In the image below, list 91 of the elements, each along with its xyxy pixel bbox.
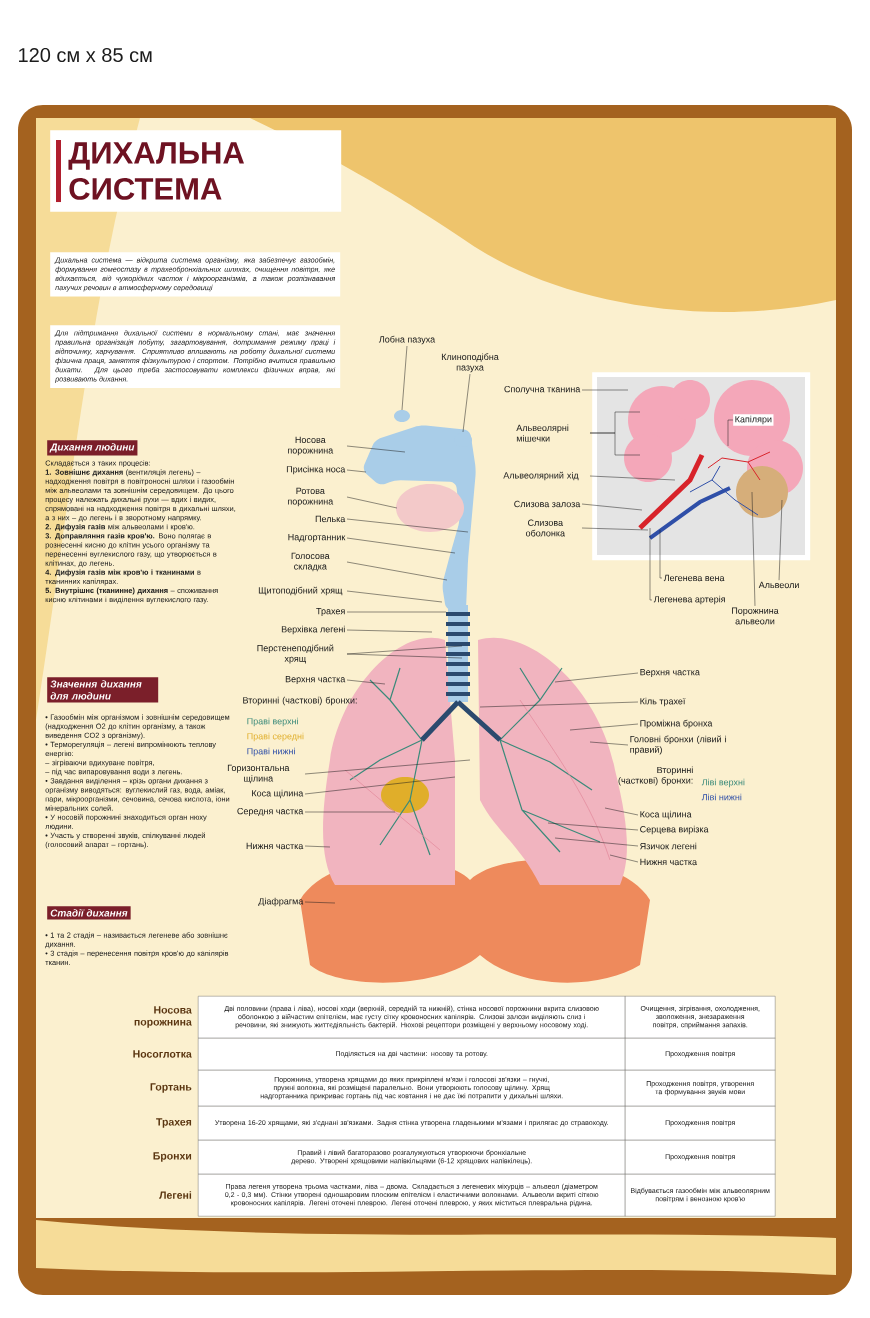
leader-line (609, 854, 639, 863)
bronchus-label: Ліві нижні (701, 793, 742, 801)
leader-line (304, 759, 471, 775)
anatomy-label: Альвеоли (758, 581, 799, 589)
bronchus-label: Праві нижні (247, 747, 295, 757)
anatomy-label: Нижня частка (640, 858, 698, 866)
row-heading: Трахея (156, 1118, 192, 1128)
anatomy-label: Капіляри (733, 414, 774, 426)
row-heading: Легені (159, 1191, 192, 1199)
leader-line (304, 845, 331, 848)
anatomy-label: Альвеолярний хід (503, 471, 579, 481)
caption-text: Вторинні (часткові) бронхи: (618, 766, 693, 786)
anatomy-label: Пелька (315, 515, 346, 523)
row-heading: Носоглотка (133, 1050, 192, 1058)
leader-line (581, 527, 649, 531)
anatomy-label: Верхня частка (640, 669, 700, 678)
leader-line (346, 679, 386, 685)
leader-line (589, 475, 676, 481)
anatomy-label: Легенева вена (663, 574, 725, 582)
title-box: ДИХАЛЬНА СИСТЕМА (50, 130, 342, 212)
leader-line (479, 701, 639, 708)
anatomy-label: Перстенеподібний хрящ (257, 644, 334, 664)
leader-line (589, 432, 641, 456)
leader-line (401, 345, 408, 411)
anatomy-label: Лобна пазуха (378, 335, 436, 345)
anatomy-label: Альвеолярні мішечки (516, 424, 569, 442)
leader-line (581, 389, 629, 391)
anatomy-label: Легенева артерія (653, 595, 725, 605)
leader-line (346, 590, 443, 603)
anatomy-label: Слизова залоза (514, 500, 581, 508)
size-note: 120 см x 85 см (19, 47, 152, 63)
leader-line (554, 672, 639, 683)
section-heading-bar: Дихання людини (47, 440, 138, 456)
leader-line (346, 537, 456, 554)
leader-line (346, 518, 469, 533)
row-heading: Бронхи (153, 1152, 192, 1162)
leader-line (604, 807, 639, 816)
anatomy-label: Сполучна тканина (504, 385, 581, 395)
anatomy-label: Трахея (316, 608, 345, 617)
anatomy-label: Верхня частка (285, 676, 346, 685)
bronchus-label: Ліві верхні (701, 778, 745, 788)
anatomy-label: Надгортанник (288, 534, 346, 543)
anatomy-label: Верхівка легені (281, 625, 345, 635)
leader-line (589, 741, 629, 746)
leader-line (581, 503, 643, 511)
anatomy-label: Кіль трахеї (640, 697, 686, 707)
anatomy-label: Коса щілина (252, 789, 304, 799)
caption-text: Вторинні (часткові) бронхи: (243, 696, 357, 706)
leader-line (304, 901, 336, 904)
leader-line (462, 373, 471, 433)
anatomy-label: Головні бронхи (лівий і правий) (630, 735, 726, 755)
anatomy-label: Слизова оболонка (525, 519, 565, 537)
leader-line (346, 611, 447, 613)
leader-line (547, 822, 639, 831)
anatomy-label: Ротова порожнина (288, 487, 334, 507)
anatomy-label: Язичок легені (640, 842, 697, 850)
anatomy-label: Середня частка (237, 807, 304, 817)
leader-line (346, 629, 433, 633)
leader-line (346, 469, 367, 473)
leader-line (751, 491, 756, 607)
leader-line (659, 529, 663, 579)
leader-line (346, 653, 463, 659)
leader-line (569, 723, 639, 731)
leader-line (346, 496, 398, 509)
anatomy-label: Нижня частка (246, 842, 304, 850)
bronchus-label: Праві середні (247, 732, 304, 742)
leader-line (778, 499, 783, 581)
anatomy-label: Коса щілина (640, 810, 692, 820)
leader-line (346, 445, 406, 453)
anatomy-label: Щитоподібний хрящ (258, 586, 343, 596)
anatomy-label: Серцева вирізка (640, 825, 709, 835)
anatomy-label: Присінка носа (286, 465, 346, 475)
anatomy-label: Голосова складка (291, 552, 330, 572)
anatomy-label: Проміжна бронха (640, 719, 713, 729)
anatomy-label: Порожнина альвеоли (732, 607, 779, 625)
leader-line (554, 837, 639, 847)
section-heading-bar: Значення дихання для людини (47, 677, 159, 703)
leader-line (304, 776, 456, 795)
alveoli-drawing (592, 372, 811, 561)
anatomy-label: Горизонтальна щілина (227, 764, 290, 784)
leader-line (346, 561, 448, 581)
section-heading-bar: Стадії дихання (47, 906, 131, 920)
row-heading: Гортань (150, 1083, 192, 1093)
anatomy-label: Діафрагма (258, 897, 304, 907)
leader-line (727, 419, 734, 447)
bronchus-label: Праві верхні (247, 717, 298, 727)
row-heading: Носова порожнина (134, 1006, 192, 1028)
leader-line (649, 527, 653, 601)
anatomy-label: Клиноподібна пазуха (441, 353, 499, 373)
leader-line (304, 811, 396, 813)
anatomy-label: Носова порожнина (288, 436, 334, 456)
